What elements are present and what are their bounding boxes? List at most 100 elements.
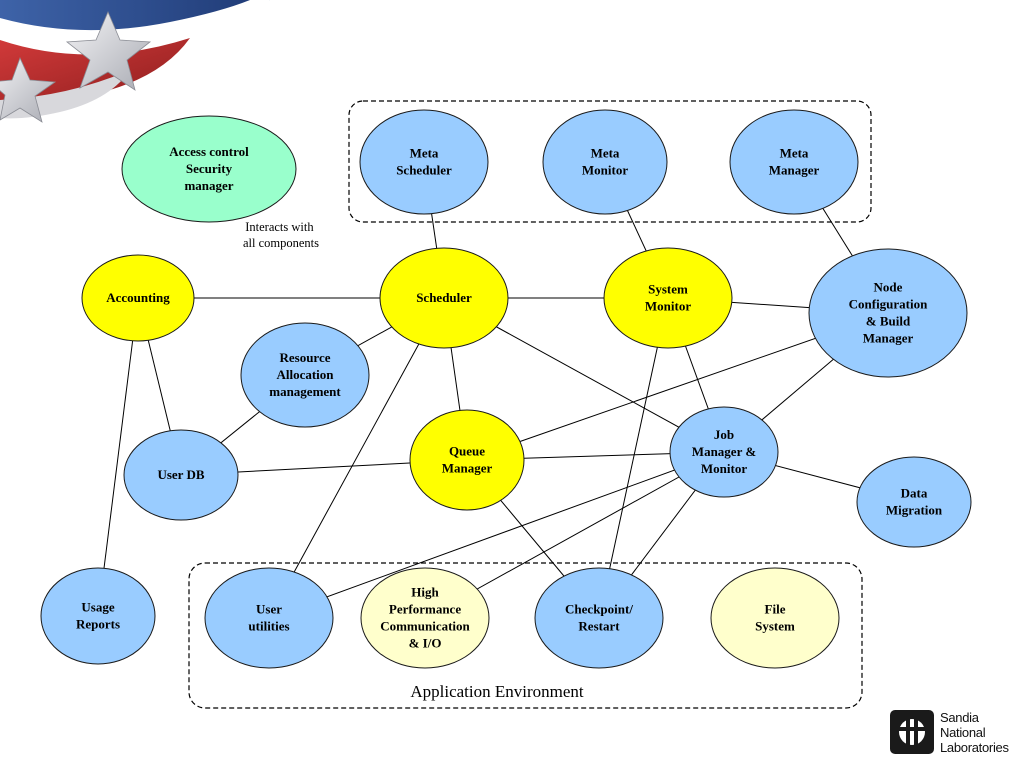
- edge-system-monitor-to-checkpoint: [598, 297, 669, 619]
- resource-allocation-label-line: management: [269, 384, 341, 399]
- logo-line-1: Sandia: [940, 710, 980, 725]
- access-control-label-line: Access control: [169, 144, 249, 159]
- user-utilities-label-line: User: [256, 602, 282, 617]
- queue-manager-label-line: Manager: [442, 461, 493, 476]
- data-migration-label-line: Migration: [886, 503, 943, 518]
- user-utilities-label-line: utilities: [248, 619, 289, 634]
- access-control-label-line: manager: [184, 178, 233, 193]
- job-manager-label-line: Job: [714, 427, 734, 442]
- node-user-utilities: User utilities: [204, 567, 334, 669]
- accounting-label-line: Accounting: [106, 290, 170, 305]
- access-control-label-line: Security: [186, 161, 233, 176]
- node-accounting: Accounting: [81, 254, 195, 342]
- checkpoint-label: Checkpoint/Restart: [565, 602, 633, 634]
- logo-line-3: Laboratories: [940, 740, 1009, 755]
- meta-monitor-label-line: Monitor: [582, 163, 628, 178]
- node-checkpoint: Checkpoint/Restart: [534, 567, 664, 669]
- scheduler-label-line: Scheduler: [416, 290, 472, 305]
- meta-manager-label-line: Meta: [780, 146, 809, 161]
- accounting-label: Accounting: [106, 290, 170, 305]
- queue-manager-label-line: Queue: [449, 444, 485, 459]
- file-system-label-line: System: [755, 619, 795, 634]
- logo-line-2: National: [940, 725, 986, 740]
- user-utilities-ellipse: [204, 567, 334, 669]
- resource-allocation-label-line: Resource: [279, 350, 330, 365]
- hpc-io-label-line: & I/O: [409, 636, 442, 651]
- meta-manager-label-line: Manager: [769, 163, 820, 178]
- user-db-label-line: User DB: [157, 467, 204, 482]
- application-environment-label: Application Environment: [410, 682, 584, 701]
- checkpoint-ellipse: [534, 567, 664, 669]
- job-manager-label-line: Manager &: [692, 444, 757, 459]
- application-environment-group: [188, 562, 863, 709]
- annotation-line-2: all components: [243, 236, 319, 250]
- data-migration-label-line: Data: [901, 486, 928, 501]
- scheduler-ellipse: [379, 247, 509, 349]
- access-control-ellipse: [121, 115, 297, 223]
- meta-scheduler-ellipse: [359, 109, 489, 215]
- system-monitor-label-line: Monitor: [645, 299, 691, 314]
- scheduler-label: Scheduler: [416, 290, 472, 305]
- meta-components-group: [348, 100, 872, 223]
- user-utilities-label: User utilities: [248, 602, 289, 634]
- node-config-label-line: Node: [874, 280, 903, 295]
- hpc-io-label-line: Communication: [380, 619, 470, 634]
- meta-monitor-ellipse: [542, 109, 668, 215]
- system-monitor-label-line: System: [648, 282, 688, 297]
- usage-reports-label-line: Reports: [76, 617, 120, 632]
- checkpoint-label-line: Restart: [578, 619, 620, 634]
- node-config-ellipse: [808, 248, 968, 378]
- meta-monitor-label-line: Meta: [591, 146, 620, 161]
- annotation-line-1: Interacts with: [245, 220, 314, 234]
- user-db-label: User DB: [157, 467, 204, 482]
- hpc-io-ellipse: [360, 567, 490, 669]
- job-manager-label-line: Monitor: [701, 461, 747, 476]
- file-system-ellipse: [710, 567, 840, 669]
- accounting-ellipse: [81, 254, 195, 342]
- meta-scheduler-label-line: Scheduler: [396, 163, 452, 178]
- connection-lines: [97, 161, 915, 619]
- node-scheduler: Scheduler: [379, 247, 509, 349]
- meta-manager-ellipse: [729, 109, 859, 215]
- hpc-io-label-line: Performance: [389, 602, 461, 617]
- node-config-label-line: Configuration: [849, 297, 929, 312]
- meta-scheduler-label-line: Meta: [410, 146, 439, 161]
- queue-manager-ellipse: [409, 409, 525, 511]
- flag-star-emblem: [0, 0, 270, 123]
- user-db-ellipse: [123, 429, 239, 521]
- node-config-label-line: & Build: [866, 314, 911, 329]
- hpc-io-label-line: High: [411, 585, 439, 600]
- sandia-logo: Sandia National Laboratories: [890, 710, 1010, 755]
- job-manager-ellipse: [669, 406, 779, 498]
- edge-scheduler-to-user-utilities: [268, 297, 445, 619]
- usage-reports-ellipse: [40, 567, 156, 665]
- system-monitor-ellipse: [603, 247, 733, 349]
- edge-job-manager-to-user-utilities: [268, 451, 725, 619]
